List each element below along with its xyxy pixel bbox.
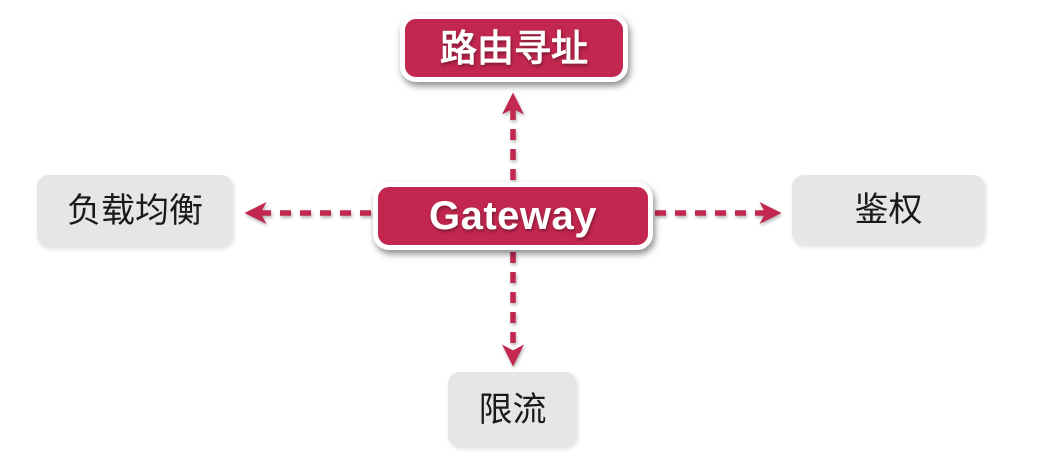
node-rate-limiting-label: 限流	[478, 390, 547, 429]
node-rate-limiting: 限流	[448, 372, 577, 447]
node-gateway-label: Gateway	[428, 194, 598, 238]
node-load-balancing-label: 负载均衡	[67, 192, 203, 230]
node-authentication-label: 鉴权	[854, 191, 923, 229]
node-gateway: Gateway	[373, 182, 653, 250]
node-authentication: 鉴权	[792, 175, 985, 245]
node-routing-label: 路由寻址	[440, 27, 588, 69]
node-load-balancing: 负载均衡	[37, 175, 233, 247]
node-routing: 路由寻址	[400, 14, 628, 82]
